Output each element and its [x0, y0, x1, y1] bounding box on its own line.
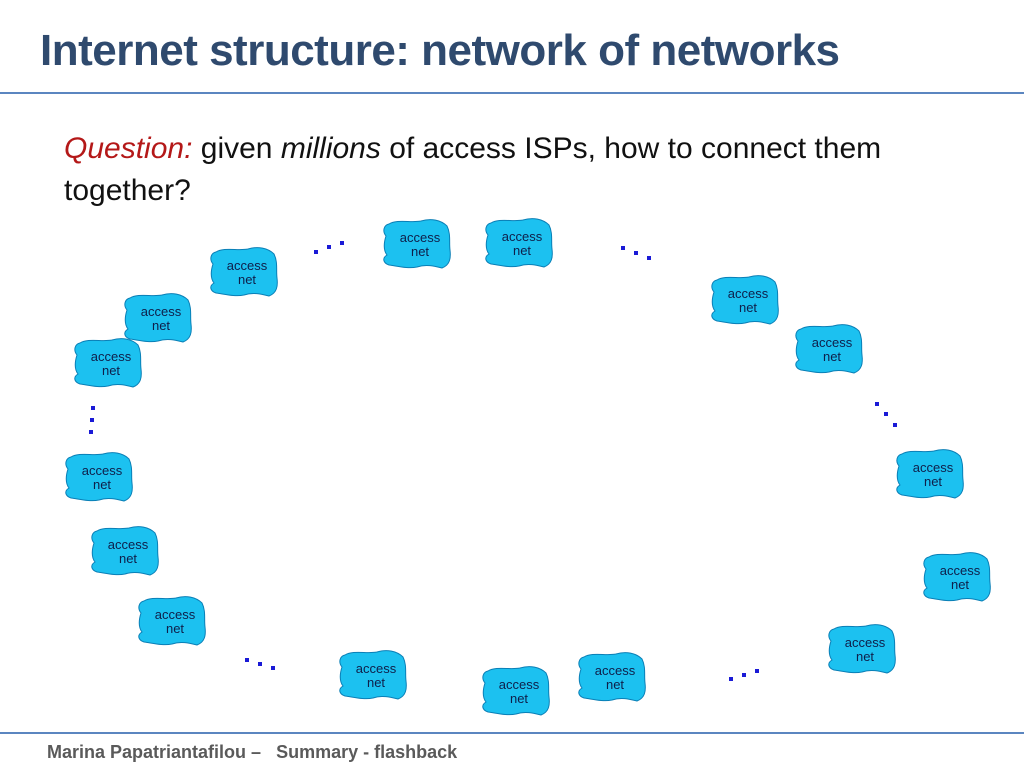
ellipsis-dot — [742, 673, 746, 677]
access-net-label-line2: net — [166, 621, 184, 636]
footer-author: Marina Papatriantafilou – — [47, 742, 262, 762]
ellipsis-dot — [314, 250, 318, 254]
access-net-label-line2: net — [152, 318, 170, 333]
access-net-label-line1: access — [82, 463, 123, 478]
access-net-label-line1: access — [502, 229, 543, 244]
access-net-label-line2: net — [606, 677, 624, 692]
access-net-label-line2: net — [411, 244, 429, 259]
ellipsis-dot — [90, 418, 94, 422]
title-divider — [0, 92, 1024, 94]
ellipsis-mark — [89, 406, 95, 434]
access-net-label-line1: access — [913, 460, 954, 475]
ellipsis-dot — [327, 245, 331, 249]
access-net-label-line1: access — [227, 258, 268, 273]
ellipsis-dot — [634, 251, 638, 255]
access-net-label-line1: access — [91, 349, 132, 364]
access-net-clouds: accessnetaccessnetaccessnetaccessnetacce… — [65, 218, 991, 716]
access-net-label-line2: net — [739, 300, 757, 315]
access-net-label-line2: net — [513, 243, 531, 258]
ellipsis-dot — [91, 406, 95, 410]
ellipsis-dot — [258, 662, 262, 666]
ellipsis-dot — [729, 677, 733, 681]
ellipsis-dot — [755, 669, 759, 673]
access-net-label-line2: net — [951, 577, 969, 592]
ellipsis-mark — [875, 402, 897, 427]
access-net-label-line2: net — [367, 675, 385, 690]
access-net-label-line1: access — [595, 663, 636, 678]
footer-divider — [0, 732, 1024, 734]
footer-topic: Summary - flashback — [276, 742, 458, 762]
access-net-label-line2: net — [102, 363, 120, 378]
access-net-label-line2: net — [856, 649, 874, 664]
access-net-label-line2: net — [823, 349, 841, 364]
ellipsis-dot — [621, 246, 625, 250]
access-net-label-line2: net — [924, 474, 942, 489]
access-net-label-line2: net — [119, 551, 137, 566]
access-net-label-line1: access — [940, 563, 981, 578]
access-net-label-line1: access — [499, 677, 540, 692]
footer: Marina Papatriantafilou – Summary - flas… — [47, 742, 457, 763]
ellipsis-mark — [314, 241, 344, 254]
access-net-label-line2: net — [510, 691, 528, 706]
question-part2: of access ISPs, how to connect them toge… — [64, 132, 882, 207]
ellipsis-dot — [893, 423, 897, 427]
ellipsis-dot — [271, 666, 275, 670]
access-net-label-line2: net — [93, 477, 111, 492]
question-part1: given — [200, 132, 273, 165]
ellipsis-dot — [340, 241, 344, 245]
ellipsis-dot — [875, 402, 879, 406]
ellipsis-dot — [647, 256, 651, 260]
question-emphasis: millions — [280, 132, 381, 165]
ellipsis-mark — [245, 658, 275, 670]
access-net-label-line1: access — [108, 537, 149, 552]
question-text: Question: given millions of access ISPs,… — [64, 128, 944, 212]
slide-title: Internet structure: network of networks — [40, 26, 840, 75]
access-net-label-line1: access — [812, 335, 853, 350]
access-net-label-line1: access — [155, 607, 196, 622]
access-net-label-line1: access — [728, 286, 769, 301]
access-net-label-line1: access — [845, 635, 886, 650]
ellipsis-dots — [89, 241, 897, 681]
ellipsis-dot — [89, 430, 93, 434]
ellipsis-mark — [621, 246, 651, 260]
access-net-label-line2: net — [238, 272, 256, 287]
access-net-label-line1: access — [356, 661, 397, 676]
ellipsis-mark — [729, 669, 759, 681]
ellipsis-dot — [884, 412, 888, 416]
question-label: Question: — [64, 132, 193, 165]
access-net-label-line1: access — [141, 304, 182, 319]
access-net-label-line1: access — [400, 230, 441, 245]
ellipsis-dot — [245, 658, 249, 662]
